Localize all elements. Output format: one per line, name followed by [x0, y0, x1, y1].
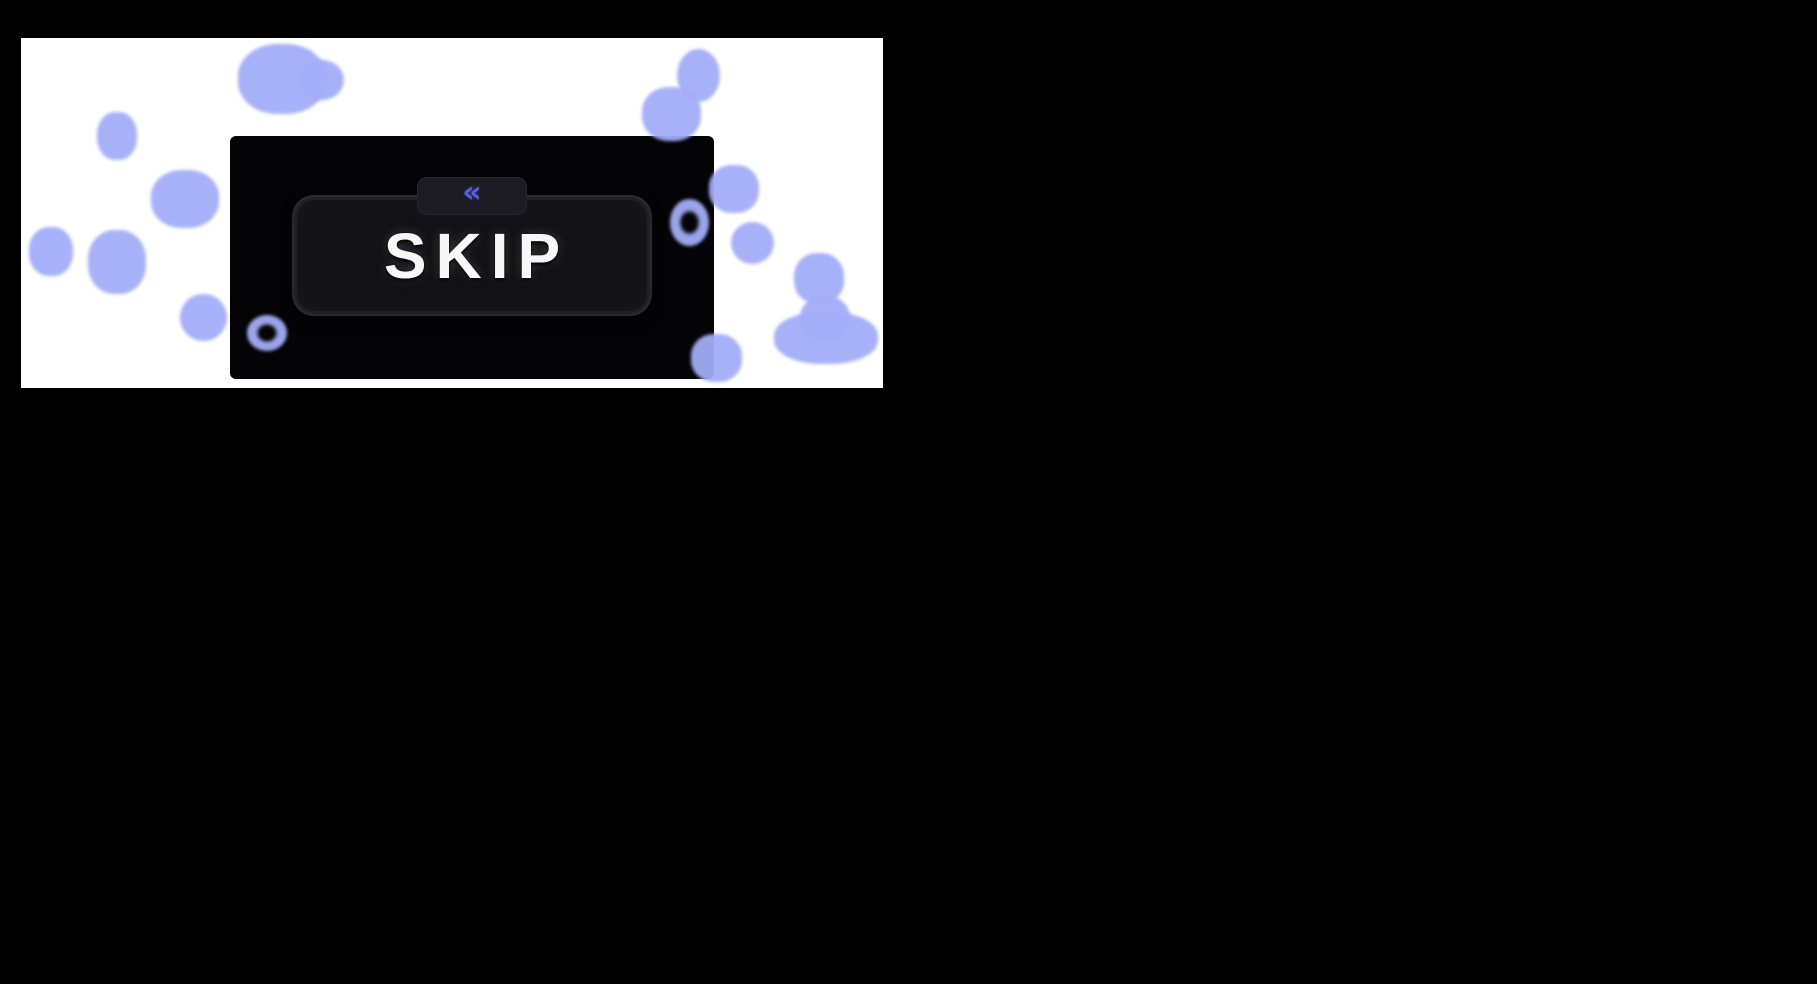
skip-button[interactable]: SKIP — [294, 197, 650, 314]
content-panel: « SKIP — [21, 38, 883, 388]
double-chevron-left-icon: « — [462, 175, 482, 210]
skip-button-label: SKIP — [383, 219, 570, 292]
collapse-tab[interactable]: « — [417, 177, 527, 215]
skip-overlay-card: « SKIP — [230, 136, 714, 379]
